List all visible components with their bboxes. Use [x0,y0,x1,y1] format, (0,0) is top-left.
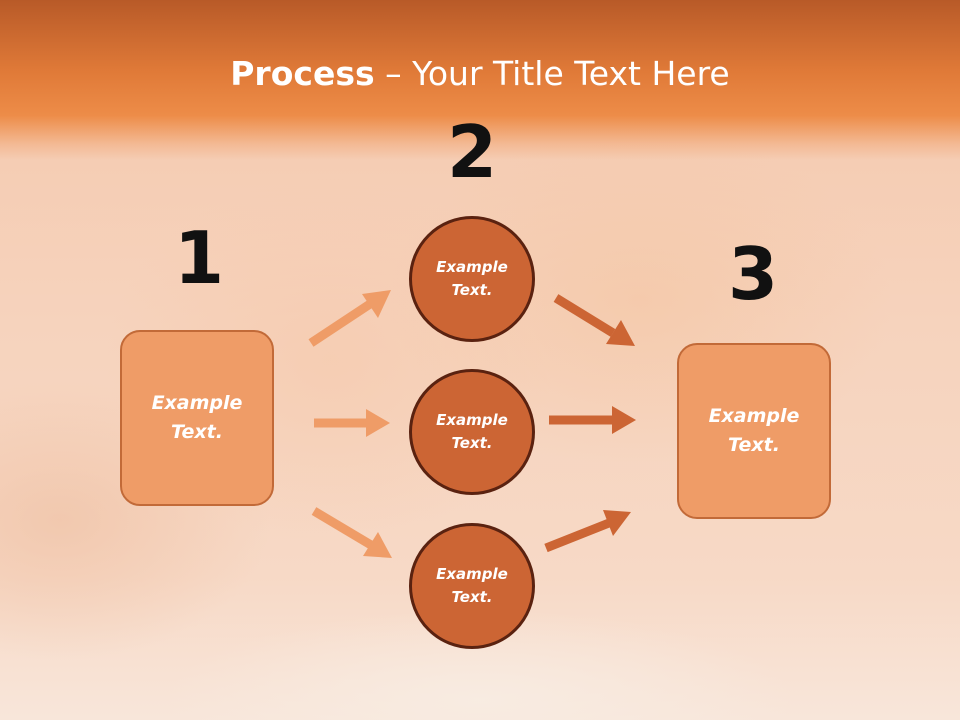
step-2-circle-top: Example Text. [409,216,535,342]
circle-top-text: Example Text. [436,258,508,299]
arrow-1-to-bottom [311,507,392,558]
circle-bottom-text: Example Text. [436,565,508,606]
step-number-1: 1 [173,216,225,300]
step-3-box: Example Text. [677,343,831,519]
title-dash: – [374,54,413,93]
circle-middle-text: Example Text. [436,411,508,452]
step-1-box-text: Example Text. [151,392,243,443]
header-band [0,0,960,160]
title-rest: Your Title Text Here [412,54,730,93]
step-2-circle-middle: Example Text. [409,369,535,495]
step-1-box: Example Text. [120,330,274,506]
step-number-2: 2 [446,110,498,194]
arrow-1-to-middle [314,409,390,437]
step-2-circle-bottom: Example Text. [409,523,535,649]
step-3-box-text: Example Text. [708,405,800,456]
arrow-1-to-top [308,290,391,347]
step-number-3: 3 [727,232,779,316]
title-bold: Process [230,54,375,93]
arrow-top-to-3 [553,294,635,346]
arrow-middle-to-3 [549,406,636,434]
slide-title: Process – Your Title Text Here [0,52,960,96]
arrow-bottom-to-3 [544,510,631,553]
